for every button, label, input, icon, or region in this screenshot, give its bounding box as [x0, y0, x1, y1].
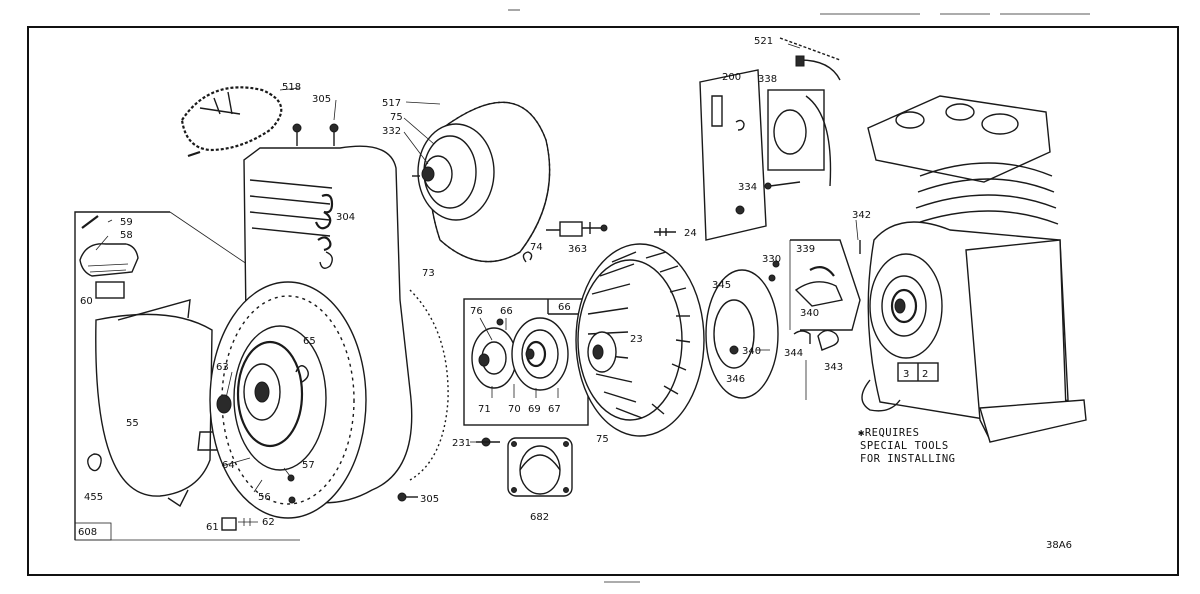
- label-346: 346: [726, 374, 745, 385]
- label-363-top: 363: [568, 244, 587, 255]
- label-24: 24: [684, 228, 697, 239]
- ignition-group: [699, 37, 841, 241]
- label-67: 67: [548, 404, 561, 415]
- label-76: 76: [470, 306, 483, 317]
- label-62: 62: [262, 517, 275, 528]
- label-56: 56: [258, 492, 271, 503]
- diagram-frame: [27, 26, 1179, 576]
- label-305-bottom: 305: [420, 494, 439, 505]
- label-608: 608: [78, 527, 97, 538]
- label-231: 231: [452, 438, 471, 449]
- label-23: 23: [630, 334, 643, 345]
- label-61: 61: [206, 522, 219, 533]
- engine-block: [859, 95, 1087, 443]
- label-2: 2: [922, 369, 928, 380]
- label-455: 455: [84, 492, 103, 503]
- governor-plate: [768, 239, 861, 400]
- label-338: 338: [758, 74, 777, 85]
- label-330: 330: [762, 254, 781, 265]
- label-340-left: 340: [742, 346, 761, 357]
- label-340-right: 340: [800, 308, 819, 319]
- spacer-682: [476, 437, 573, 497]
- label-345: 345: [712, 280, 731, 291]
- rewind-starter: [209, 281, 367, 519]
- label-75-top: 75: [390, 112, 403, 123]
- label-74: 74: [530, 242, 543, 253]
- rotating-screen: [412, 101, 551, 263]
- part-labels: 518 305 304 517 75 332 59 58 60 65 73 63…: [78, 36, 1072, 551]
- note-line-1: ✱REQUIRES: [858, 427, 919, 439]
- label-63: 63: [216, 362, 229, 373]
- flywheel-disc: [705, 269, 779, 399]
- flywheel: [575, 243, 705, 437]
- label-75-bottom: 75: [596, 434, 609, 445]
- label-69: 69: [528, 404, 541, 415]
- label-518: 518: [282, 82, 301, 93]
- label-38a6: 38A6: [1046, 540, 1072, 551]
- leader-lines: [95, 43, 859, 493]
- label-71: 71: [478, 404, 491, 415]
- label-66-inner: 66: [500, 306, 513, 317]
- label-64: 64: [222, 460, 235, 471]
- label-57: 57: [302, 460, 315, 471]
- label-682: 682: [530, 512, 549, 523]
- label-55: 55: [126, 418, 139, 429]
- label-344: 344: [784, 348, 803, 359]
- label-342: 342: [852, 210, 871, 221]
- label-65: 65: [303, 336, 316, 347]
- scan-marks: [508, 9, 1090, 583]
- label-343: 343: [824, 362, 843, 373]
- label-3: 3: [903, 369, 909, 380]
- small-parts-upper: [522, 221, 676, 263]
- label-332: 332: [382, 126, 401, 137]
- label-58: 58: [120, 230, 133, 241]
- starter-group: [74, 211, 301, 541]
- label-304: 304: [336, 212, 355, 223]
- label-73: 73: [422, 268, 435, 279]
- note-line-2: SPECIAL TOOLS: [860, 440, 949, 452]
- label-521: 521: [754, 36, 773, 47]
- label-66-corner: 66: [558, 302, 571, 313]
- note-line-3: FOR INSTALLING: [860, 453, 956, 465]
- label-305-top: 305: [312, 94, 331, 105]
- label-339: 339: [796, 244, 815, 255]
- label-200: 200: [722, 72, 741, 83]
- special-tools-note: ✱REQUIRES SPECIAL TOOLS FOR INSTALLING: [858, 427, 956, 465]
- label-59: 59: [120, 217, 133, 228]
- label-60: 60: [80, 296, 93, 307]
- label-70: 70: [508, 404, 521, 415]
- label-517: 517: [382, 98, 401, 109]
- label-334: 334: [738, 182, 757, 193]
